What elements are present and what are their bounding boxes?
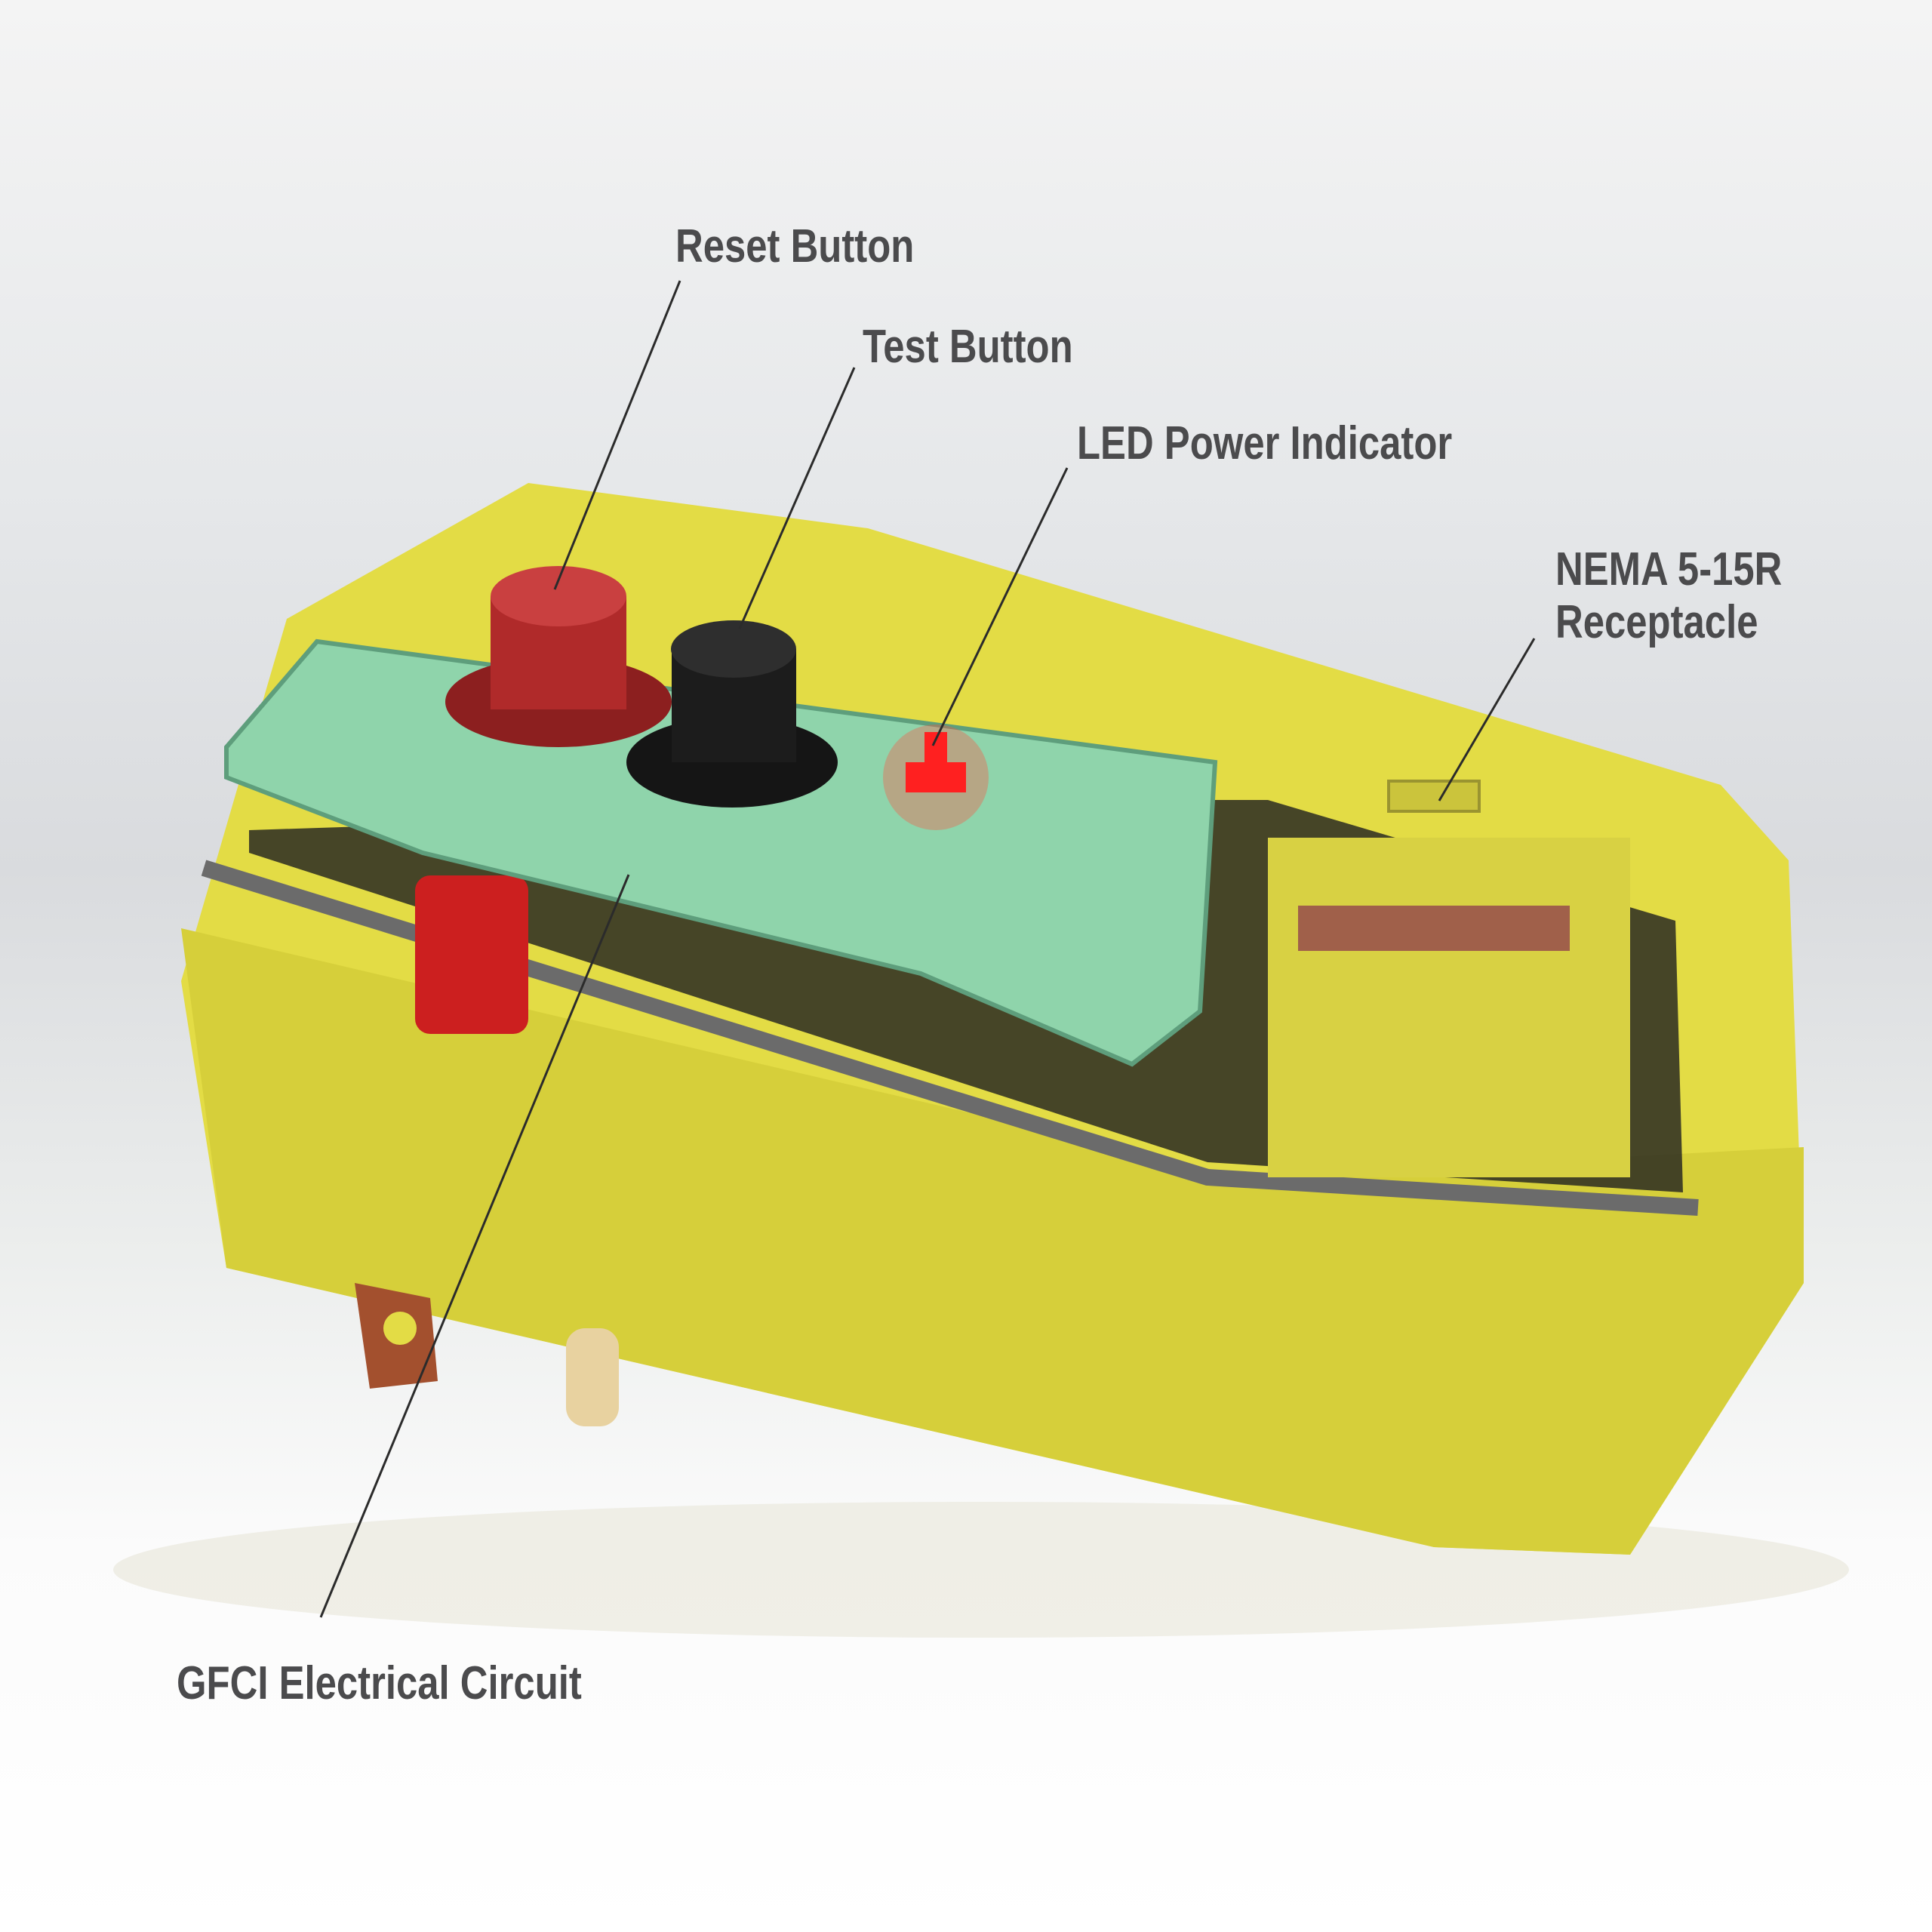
reset-button-label: Reset Button — [675, 220, 915, 272]
ground-pin — [566, 1328, 619, 1426]
test-callout-line — [738, 367, 856, 629]
gasket — [201, 860, 1699, 1216]
nema-callout-line — [1438, 638, 1536, 801]
receptacle-slot — [1387, 780, 1481, 813]
test-button-label: Test Button — [863, 321, 1073, 373]
receptacle-contacts — [1268, 838, 1630, 1177]
led-indicator-label: LED Power Indicator — [1077, 417, 1453, 469]
copper-contact — [1298, 906, 1570, 951]
nema-label-line1: NEMA 5-15R — [1555, 543, 1783, 595]
gfci-callout-line — [319, 874, 630, 1618]
gfci-circuit-label: GFCI Electrical Circuit — [177, 1657, 582, 1709]
led-callout-line — [931, 467, 1069, 746]
reset-callout-line — [553, 280, 681, 590]
callout-lines — [319, 280, 1536, 1618]
housing-front — [181, 928, 1804, 1555]
nema-label-line2: Receptacle — [1555, 596, 1758, 648]
capacitor — [415, 875, 528, 1034]
